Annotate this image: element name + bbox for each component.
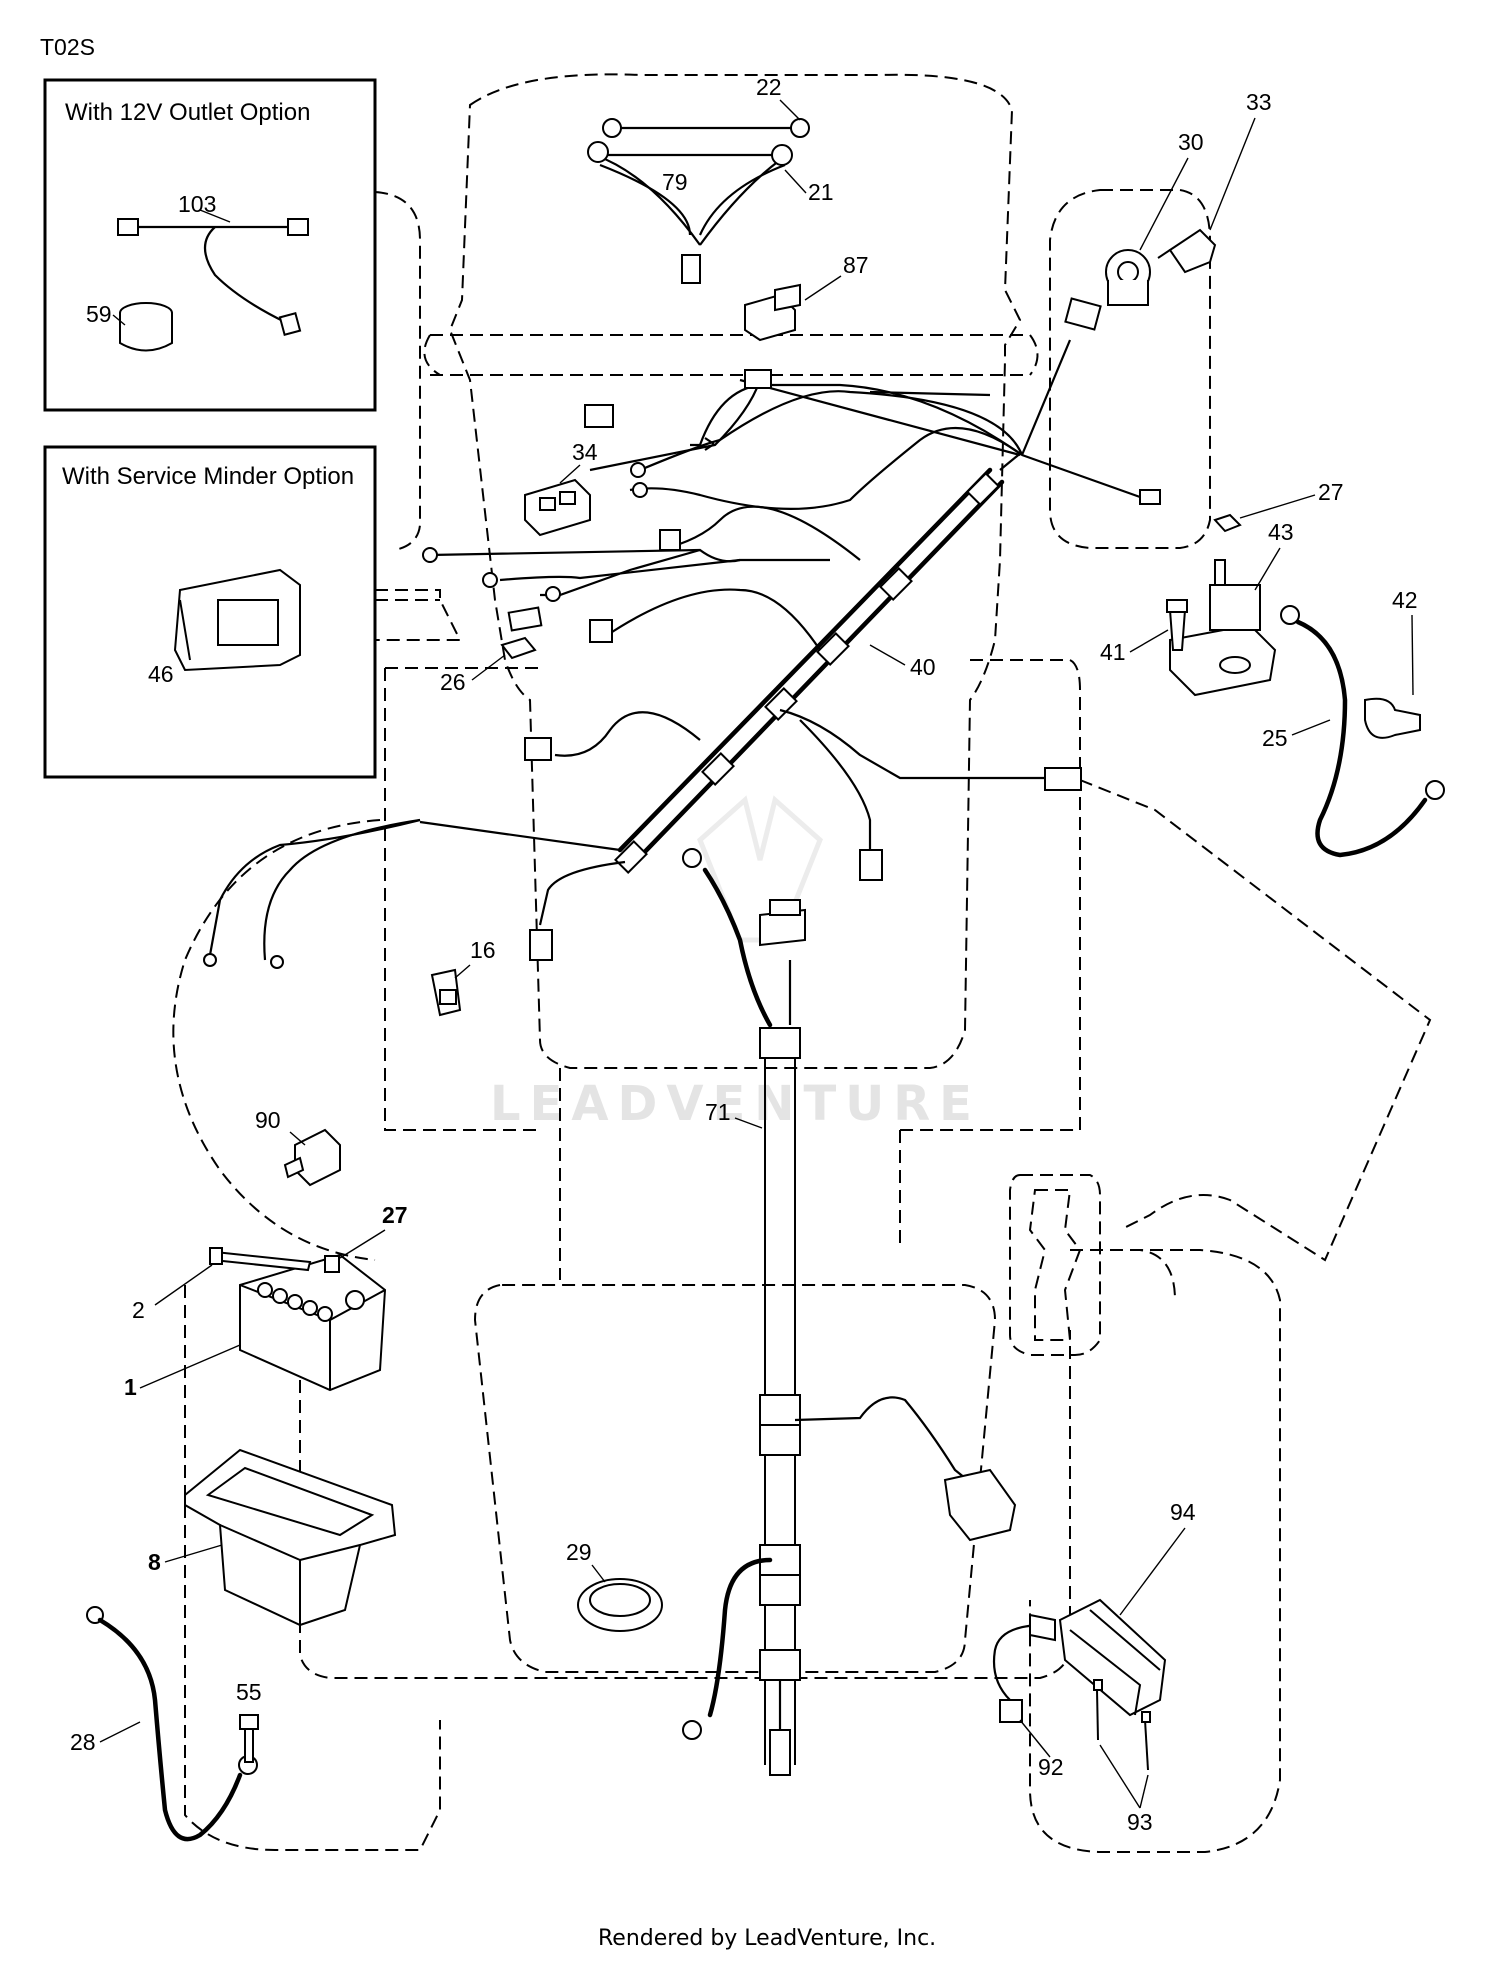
inset-12v-outlet-option: With 12V Outlet Option 103 59 xyxy=(43,78,377,412)
bolt-55: 55 xyxy=(236,1679,262,1763)
callout-90: 90 xyxy=(255,1107,281,1133)
callout-22: 22 xyxy=(756,74,782,100)
inset-service-minder-title: With Service Minder Option xyxy=(62,463,354,490)
cable-71: 71 xyxy=(682,848,1017,1776)
part-90: 90 xyxy=(255,1107,341,1187)
callout-71: 71 xyxy=(705,1099,731,1125)
callout-28: 28 xyxy=(70,1729,96,1755)
ignition-key-33: 33 xyxy=(1157,89,1272,274)
callout-26: 26 xyxy=(440,669,466,695)
inset-outlet-title: With 12V Outlet Option xyxy=(65,99,310,126)
callout-103: 103 xyxy=(178,191,216,217)
callout-1: 1 xyxy=(124,1374,137,1400)
callout-40: 40 xyxy=(910,654,936,680)
callout-42: 42 xyxy=(1392,587,1418,613)
callout-92: 92 xyxy=(1038,1754,1064,1780)
inset-service-minder-option: With Service Minder Option 46 xyxy=(43,445,377,779)
nut-27-upper: 27 xyxy=(1213,479,1344,533)
battery-tray-8: 8 xyxy=(148,1448,397,1627)
callout-59: 59 xyxy=(86,301,112,327)
battery-bolt-2: 2 xyxy=(132,1247,312,1323)
switch-34: 34 xyxy=(524,439,598,537)
tractor-outline xyxy=(172,73,1432,1853)
ignition-switch-30: 30 xyxy=(1105,129,1204,306)
headlight-harness: 22 79 21 xyxy=(587,74,834,284)
relay-87: 87 xyxy=(744,252,869,342)
callout-8: 8 xyxy=(148,1549,161,1575)
callout-41: 41 xyxy=(1100,639,1126,665)
plug-16: 16 xyxy=(430,937,496,1017)
callout-94: 94 xyxy=(1170,1499,1196,1525)
callout-2: 2 xyxy=(132,1297,145,1323)
callout-43: 43 xyxy=(1268,519,1294,545)
solenoid-43: 43 xyxy=(1169,519,1294,697)
cable-25: 25 xyxy=(1262,605,1445,858)
harness-92: 92 xyxy=(992,1613,1064,1780)
callout-16: 16 xyxy=(470,937,496,963)
diagram-code: T02S xyxy=(40,34,95,60)
callout-34: 34 xyxy=(572,439,598,465)
callout-55: 55 xyxy=(236,1679,262,1705)
main-harness-40: 40 xyxy=(419,297,1161,961)
callout-27-upper: 27 xyxy=(1318,479,1344,505)
callout-21: 21 xyxy=(808,179,834,205)
battery-1: 1 xyxy=(124,1253,387,1400)
battery-cable-28: 28 xyxy=(70,1606,258,1842)
fuse-26: 26 xyxy=(440,636,537,695)
callout-46: 46 xyxy=(148,661,174,687)
callout-27-lower: 27 xyxy=(382,1202,408,1228)
module-94: 94 xyxy=(1058,1499,1196,1717)
callout-87: 87 xyxy=(843,252,869,278)
screws-93: 93 xyxy=(1093,1679,1153,1835)
bolt-41: 41 xyxy=(1100,599,1188,665)
left-harness-branch xyxy=(203,818,421,969)
callout-33: 33 xyxy=(1246,89,1272,115)
callout-25: 25 xyxy=(1262,725,1288,751)
callout-93: 93 xyxy=(1127,1809,1153,1835)
leadventure-watermark: LEADVENTURE xyxy=(490,795,981,1132)
battery-nut-27: 27 xyxy=(324,1202,408,1273)
footer-credit: Rendered by LeadVenture, Inc. xyxy=(598,1926,936,1951)
callout-29: 29 xyxy=(566,1539,592,1565)
watermark-text: LEADVENTURE xyxy=(490,1076,981,1132)
callout-79: 79 xyxy=(662,169,688,195)
callout-30: 30 xyxy=(1178,129,1204,155)
boot-42: 42 xyxy=(1364,587,1421,739)
grommet-29: 29 xyxy=(566,1539,663,1632)
